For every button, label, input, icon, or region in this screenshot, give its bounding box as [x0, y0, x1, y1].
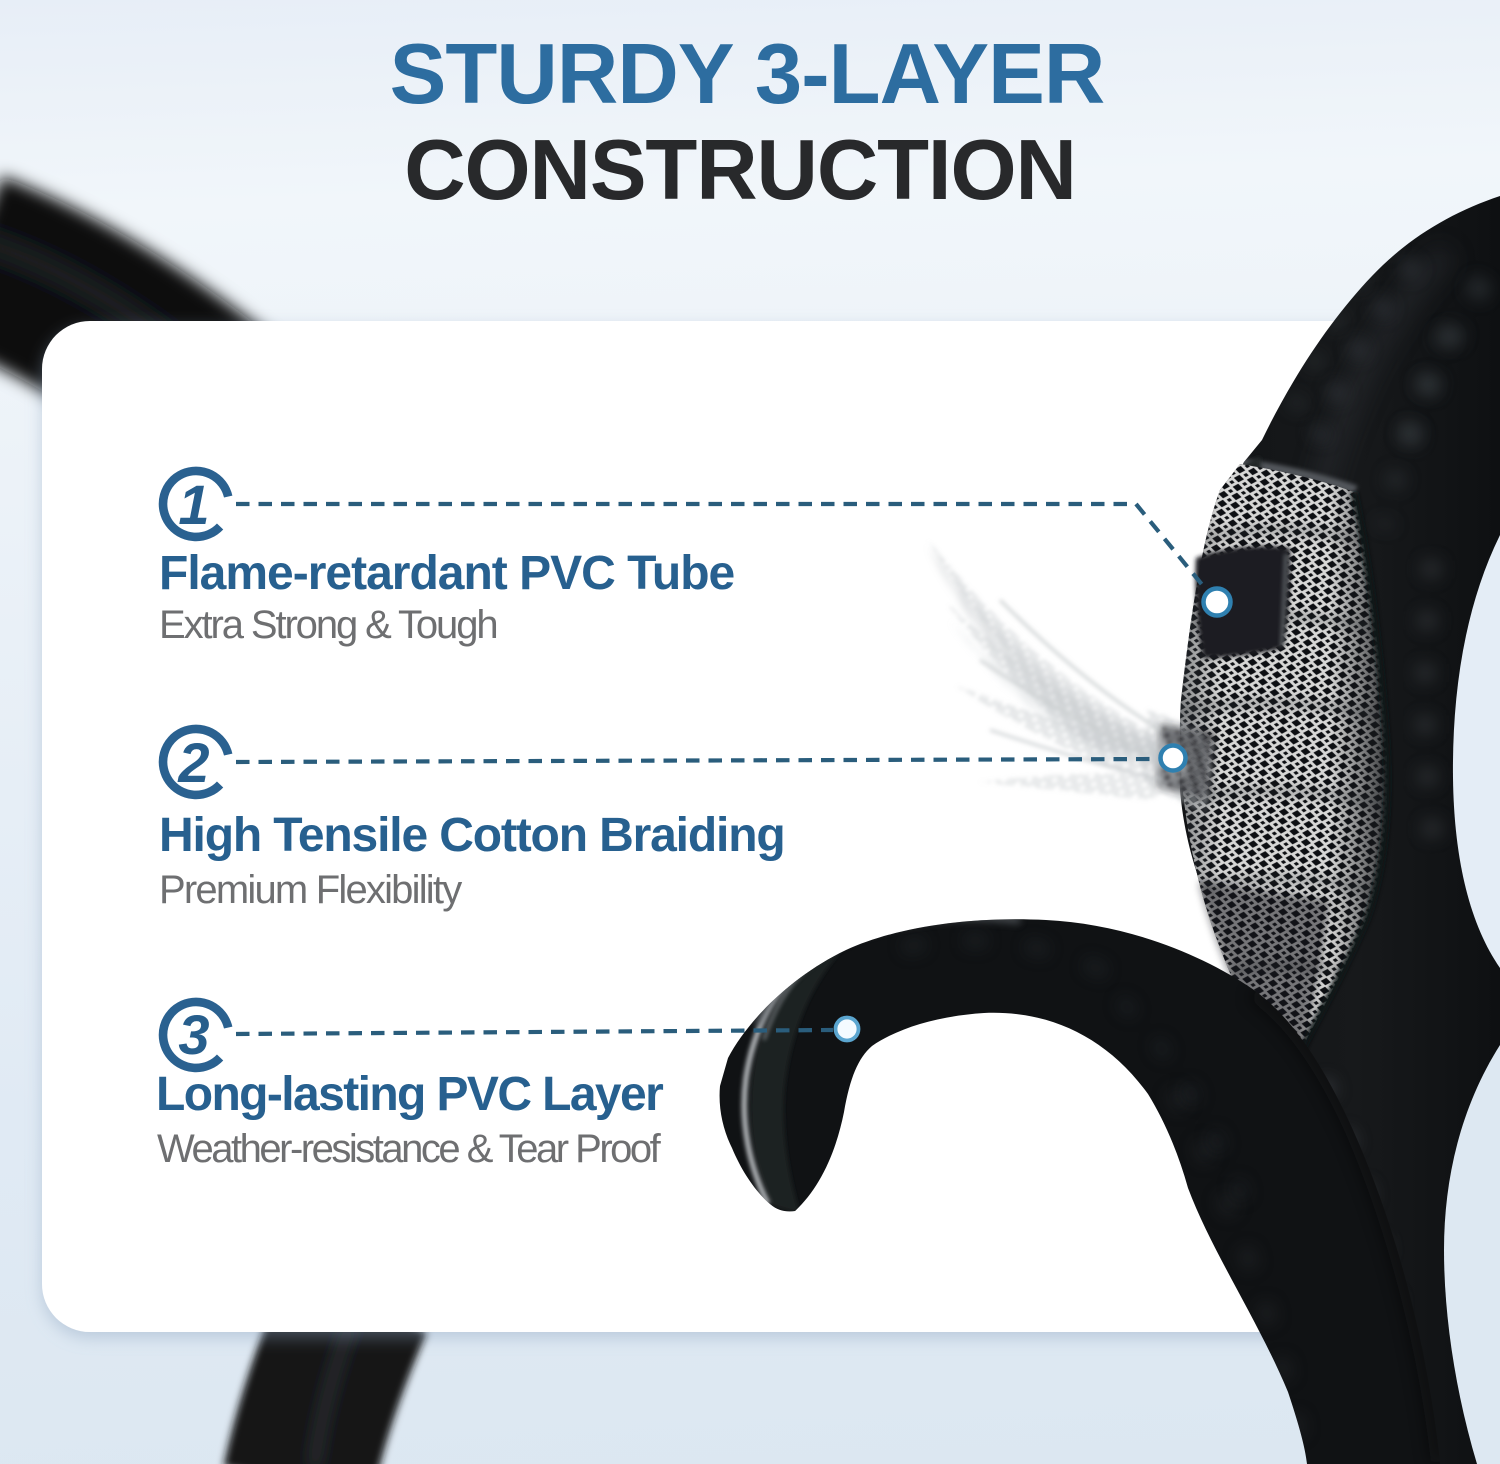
svg-text:3: 3: [178, 1003, 209, 1066]
svg-text:2: 2: [177, 731, 209, 794]
svg-text:1: 1: [178, 473, 209, 536]
